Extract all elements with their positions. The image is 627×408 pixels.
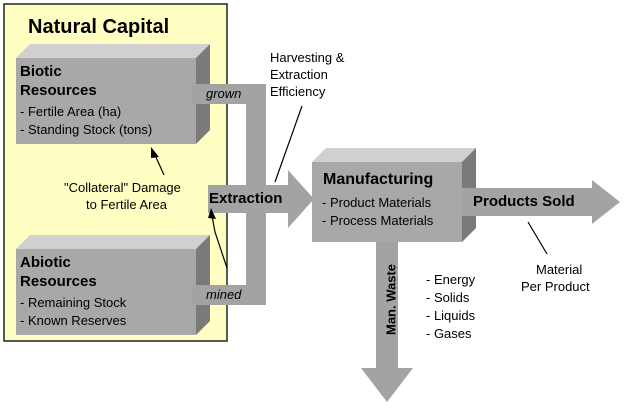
manufacturing-heading: Manufacturing: [323, 171, 434, 188]
collateral-arrowhead-up: [151, 147, 159, 158]
products-sold-label: Products Sold: [473, 193, 575, 210]
manufacturing-box: [312, 148, 476, 242]
man-waste-label: Man. Waste: [383, 263, 399, 336]
harvesting-pointer: [274, 105, 303, 183]
natural-capital-title: Natural Capital: [28, 16, 170, 38]
abiotic-heading-1: Abiotic: [20, 254, 71, 271]
collateral-arrowhead-extraction: [208, 208, 216, 219]
abiotic-heading-2: Resources: [20, 273, 97, 290]
collateral-annotation-line: to Fertile Area: [86, 197, 167, 212]
harvesting-annotation-line: Efficiency: [270, 84, 326, 99]
grown-label: grown: [206, 86, 242, 101]
extraction-label: Extraction: [209, 190, 283, 207]
biotic-heading-1: Biotic: [20, 63, 62, 80]
harvesting-annotation-line: Extraction: [270, 67, 328, 82]
biotic-heading-2: Resources: [20, 82, 97, 99]
extraction-arrow: [208, 170, 314, 228]
material-per-product-line: Material: [536, 262, 583, 277]
collateral-annotation-line: "Collateral" Damage: [64, 180, 181, 195]
abiotic-item: - Remaining Stock: [20, 295, 127, 310]
biotic-resources-box: [16, 44, 210, 144]
material-per-product-line: Per Product: [521, 279, 590, 294]
waste-type: - Liquids: [426, 308, 476, 323]
waste-type: - Gases: [426, 326, 472, 341]
manufacturing-item: - Product Materials: [322, 195, 432, 210]
products-sold-arrow: [462, 180, 620, 224]
harvesting-annotation-line: Harvesting &: [270, 50, 345, 65]
material-pointer: [527, 221, 548, 255]
manufacturing-item: - Process Materials: [322, 213, 434, 228]
abiotic-item: - Known Reserves: [20, 313, 127, 328]
man-waste-arrow: [361, 242, 413, 402]
mined-label: mined: [206, 287, 242, 302]
biotic-item: - Standing Stock (tons): [20, 122, 153, 137]
waste-type: - Energy: [426, 272, 476, 287]
biotic-item: - Fertile Area (ha): [20, 104, 122, 119]
waste-type: - Solids: [426, 290, 470, 305]
